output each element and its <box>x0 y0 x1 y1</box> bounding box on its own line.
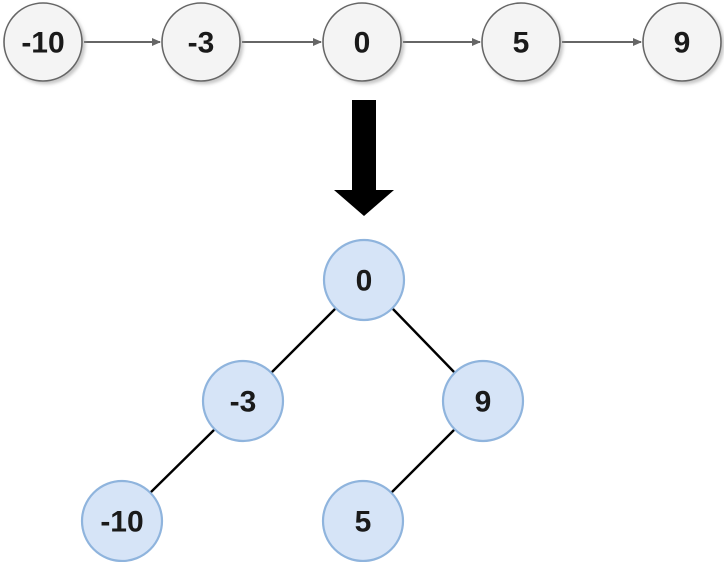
list-node-circle <box>322 2 402 82</box>
list-node-3: 5 <box>481 2 561 82</box>
edge-minus3-to-minus10 <box>148 427 217 495</box>
tree-node-root: 0 <box>322 238 406 322</box>
tree-nodes: 0 -3 9 -10 5 <box>80 238 525 562</box>
list-node-label: 0 <box>354 27 371 60</box>
tree-node-circle <box>321 479 405 562</box>
tree-node-label: -3 <box>230 386 257 419</box>
list-node-1: -3 <box>161 2 241 82</box>
tree-node-left-leaf: -10 <box>80 479 164 562</box>
list-node-circle <box>642 2 722 82</box>
list-node-0: -10 <box>3 2 83 82</box>
tree-node-right-leaf: 5 <box>321 479 405 562</box>
list-node-label: 5 <box>513 27 530 60</box>
list-node-circle <box>481 2 561 82</box>
tree-node-label: 5 <box>355 506 372 539</box>
list-node-label: -10 <box>21 27 64 60</box>
list-node-2: 0 <box>322 2 402 82</box>
linked-list-nodes: -10 -3 0 5 9 <box>3 2 722 82</box>
tree-node-circle <box>441 359 525 443</box>
tree-node-circle <box>201 359 285 443</box>
list-node-4: 9 <box>642 2 722 82</box>
list-node-label: -3 <box>188 27 215 60</box>
list-node-circle <box>3 2 83 82</box>
tree-edges <box>148 306 457 495</box>
tree-node-label: -10 <box>100 506 143 539</box>
tree-node-right-child: 9 <box>441 359 525 443</box>
edge-0-to-9 <box>390 306 457 375</box>
transform-arrow-shape <box>334 100 394 216</box>
tree-node-label: 0 <box>356 265 373 298</box>
edge-9-to-5 <box>389 427 457 495</box>
list-node-label: 9 <box>674 27 691 60</box>
tree-node-circle <box>80 479 164 562</box>
tree-node-circle <box>322 238 406 322</box>
tree-node-label: 9 <box>475 386 492 419</box>
downward-transform-arrow <box>334 100 394 216</box>
tree-node-left-child: -3 <box>201 359 285 443</box>
list-node-circle <box>161 2 241 82</box>
edge-0-to-minus3 <box>269 306 338 375</box>
